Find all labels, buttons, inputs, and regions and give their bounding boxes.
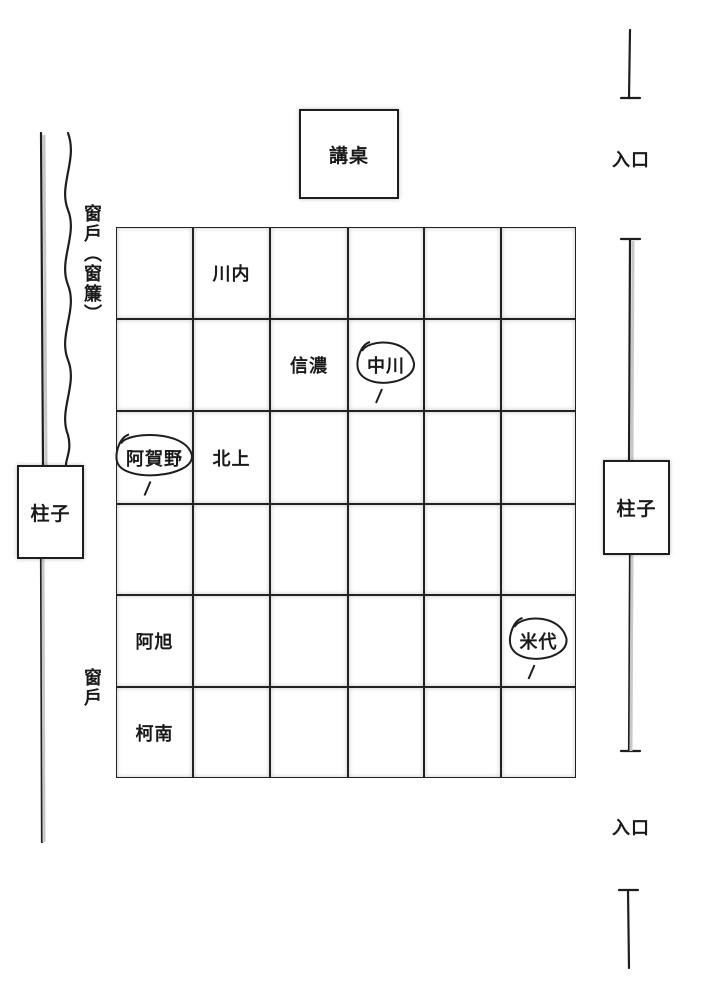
seat-cell — [193, 504, 270, 595]
seat-cell — [501, 227, 576, 319]
seat-cell — [348, 411, 424, 504]
seat-cell — [348, 504, 424, 595]
seat-cell — [116, 227, 193, 319]
seat-cell — [424, 504, 501, 595]
seat-cell: 中川 — [348, 319, 424, 411]
seat-cell: 柯南 — [116, 687, 193, 778]
seat-name: 北上 — [212, 448, 251, 470]
left-wall-upper — [39, 131, 45, 467]
seat-cell — [501, 687, 576, 778]
seat-cell — [270, 227, 348, 319]
window-curtain-label: 窗戶（窗簾） — [81, 204, 102, 324]
seat-name: 阿旭 — [135, 632, 174, 653]
podium-label: 講桌 — [328, 144, 369, 167]
seat-name: 川内 — [212, 264, 251, 285]
seat-cell — [348, 595, 424, 687]
seat-cell: 北上 — [193, 411, 270, 504]
window-label: 窗戶 — [81, 668, 102, 708]
seat-cell — [193, 687, 270, 778]
seat-cell — [270, 504, 348, 595]
seat-name: 柯南 — [135, 723, 174, 745]
seat-cell — [501, 504, 576, 595]
name-circle — [509, 617, 568, 660]
pillar-left: 柱子 — [17, 465, 84, 559]
left-wall-lower — [39, 555, 44, 844]
seat-cell — [424, 595, 501, 687]
name-circle — [356, 341, 416, 384]
seat-cell — [270, 687, 348, 778]
seat-name: 信濃 — [290, 356, 328, 377]
seat-cell: 米代 — [501, 595, 576, 687]
right-rail-top — [627, 28, 632, 100]
seat-cell — [193, 595, 270, 687]
right-wall-mid — [627, 237, 632, 462]
pillar-right: 柱子 — [603, 460, 670, 555]
seat-cell: 信濃 — [270, 319, 348, 411]
seat-cell — [193, 319, 270, 411]
seat-cell — [424, 319, 501, 411]
seat-cell — [116, 504, 193, 595]
entrance-top-label: 入口 — [612, 150, 650, 171]
seat-cell — [501, 411, 576, 504]
right-rail-bottom — [626, 888, 631, 970]
seat-cell: 阿旭 — [116, 595, 193, 687]
pillar-left-label: 柱子 — [30, 502, 71, 525]
seating-grid: 川内信濃 中川阿賀野 北上阿旭 米代柯南 — [116, 227, 576, 778]
seat-name: 阿賀野 — [126, 448, 183, 470]
seat-cell — [348, 687, 424, 778]
name-circle — [115, 433, 194, 477]
name-circle-tail — [375, 388, 383, 404]
seat-name: 中川 — [367, 356, 405, 377]
seat-cell — [424, 411, 501, 504]
podium: 講桌 — [299, 109, 399, 199]
curtain-wave — [64, 131, 72, 467]
entrance-bottom-label: 入口 — [612, 818, 650, 839]
seat-cell — [424, 687, 501, 778]
seat-cell — [270, 595, 348, 687]
seat-cell: 川内 — [193, 227, 270, 319]
seat-cell — [348, 227, 424, 319]
seat-name: 米代 — [519, 632, 558, 653]
seat-cell — [501, 319, 576, 411]
name-circle-tail — [143, 481, 152, 496]
name-circle-tail — [527, 664, 536, 680]
right-wall-mid-lower — [627, 551, 632, 753]
pillar-right-label: 柱子 — [616, 498, 657, 520]
seat-cell — [270, 411, 348, 504]
seat-cell — [424, 227, 501, 319]
seat-cell — [116, 319, 193, 411]
